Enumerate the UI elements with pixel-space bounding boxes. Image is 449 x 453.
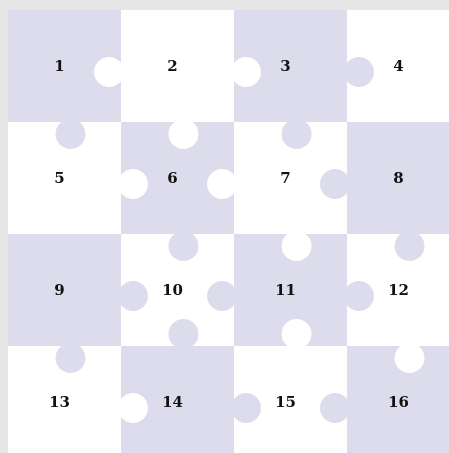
piece-knob-16 — [320, 393, 350, 423]
piece-number-4: 4 — [393, 57, 403, 75]
piece-knob-5 — [118, 169, 148, 199]
piece-knob-15 — [282, 319, 312, 349]
piece-knob-7 — [207, 169, 237, 199]
piece-number-7: 7 — [280, 169, 290, 187]
piece-knob-11 — [344, 281, 374, 311]
piece-knob-9 — [118, 281, 148, 311]
piece-number-6: 6 — [167, 169, 177, 187]
pieces-layer — [8, 10, 449, 453]
piece-knob-9 — [56, 343, 86, 373]
piece-number-5: 5 — [54, 169, 64, 187]
piece-knob-12 — [395, 343, 425, 373]
piece-knob-14 — [169, 319, 199, 349]
piece-knob-3 — [282, 119, 312, 149]
puzzle-piece-9[interactable] — [8, 234, 122, 347]
puzzle-piece-2[interactable] — [121, 10, 235, 123]
piece-knob-8 — [395, 231, 425, 261]
piece-knob-1 — [56, 119, 86, 149]
piece-number-11: 11 — [275, 281, 296, 299]
piece-knob-6 — [169, 231, 199, 261]
piece-number-14: 14 — [162, 393, 183, 411]
piece-knob-3 — [344, 57, 374, 87]
piece-number-2: 2 — [167, 57, 177, 75]
piece-knob-7 — [282, 231, 312, 261]
piece-knob-11 — [207, 281, 237, 311]
piece-number-13: 13 — [49, 393, 70, 411]
piece-number-16: 16 — [388, 393, 409, 411]
piece-number-9: 9 — [54, 281, 64, 299]
piece-number-3: 3 — [280, 57, 290, 75]
piece-knob-14 — [231, 393, 261, 423]
piece-number-15: 15 — [275, 393, 296, 411]
piece-knob-2 — [94, 57, 124, 87]
piece-knob-13 — [118, 393, 148, 423]
piece-knob-2 — [231, 57, 261, 87]
piece-number-8: 8 — [393, 169, 403, 187]
piece-number-10: 10 — [162, 281, 183, 299]
piece-number-12: 12 — [388, 281, 409, 299]
piece-number-1: 1 — [54, 57, 64, 75]
piece-knob-2 — [169, 119, 199, 149]
piece-knob-8 — [320, 169, 350, 199]
